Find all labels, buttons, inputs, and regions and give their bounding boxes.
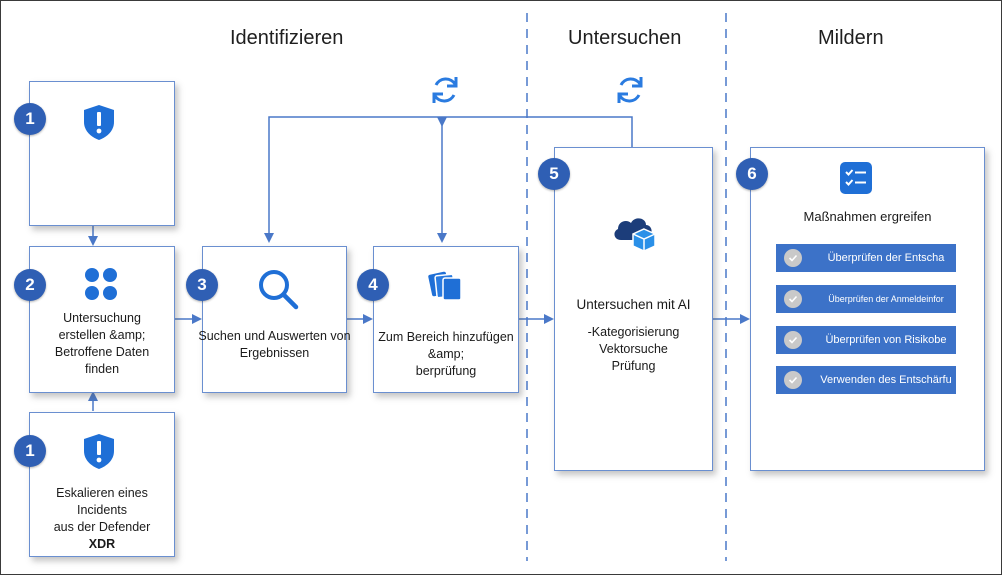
section-title-investigate: Untersuchen	[568, 27, 682, 49]
search-icon	[259, 270, 299, 310]
feedback-loop-line	[264, 116, 633, 243]
step4-line2: berprüfung	[415, 364, 477, 378]
step3-card: Suchen und Auswerten von Ergebnissen	[198, 246, 351, 393]
shield-alert-icon	[84, 434, 114, 469]
step3-line1: Suchen und Auswerten von	[198, 329, 351, 343]
step1-bottom-line2: aus der Defender	[53, 520, 151, 534]
step1-bottom-line3: XDR	[88, 537, 116, 551]
stacked-documents-icon	[428, 271, 462, 301]
step5-card: Untersuchen mit AI -Kategorisierung Vekt…	[554, 147, 713, 471]
step-badge-2: 2	[14, 269, 46, 301]
step2-line4: finden	[84, 362, 120, 376]
step-badge-6: 6	[736, 158, 768, 190]
step6-title: Maßnahmen ergreifen	[803, 209, 932, 224]
step-badge-1-bottom: 1	[14, 435, 46, 467]
shield-alert-icon	[84, 105, 114, 140]
check-icon	[784, 331, 802, 349]
step5-text: -Kategorisierung Vektorsuche Prüfung	[555, 324, 712, 375]
step1-bottom-card: Eskalieren eines Incidents aus der Defen…	[29, 412, 175, 557]
step1-bottom-line1: Eskalieren eines Incidents	[56, 486, 148, 517]
step2-text: Untersuchung erstellen &amp; Betroffene …	[30, 310, 174, 378]
action-item-label: Überprüfen von Risikobe	[825, 334, 947, 346]
step2-line1: Untersuchung	[63, 311, 141, 325]
step4-line1: Zum Bereich hinzufügen &amp;	[378, 330, 514, 361]
step1-top-card	[29, 81, 175, 226]
apps-grid-icon	[85, 268, 117, 300]
action-item-label: Verwenden des Entschärfu	[820, 374, 952, 386]
step-badge-5: 5	[538, 158, 570, 190]
step4-card: Zum Bereich hinzufügen &amp; berprüfung	[373, 246, 519, 393]
step5-line2: Vektorsuche	[599, 342, 668, 356]
step5-line1: -Kategorisierung	[587, 325, 680, 339]
step2-line2: erstellen &amp;	[58, 328, 146, 342]
check-icon	[784, 371, 802, 389]
step2-card: Untersuchung erstellen &amp; Betroffene …	[29, 246, 175, 393]
refresh-cycle-icon	[432, 77, 458, 103]
step3-line2: Ergebnissen	[239, 346, 310, 360]
action-item-label: Überprüfen der Anmeldeinfor	[828, 294, 944, 304]
step1-bottom-text: Eskalieren eines Incidents aus der Defen…	[30, 485, 174, 553]
step-badge-1-top: 1	[14, 103, 46, 135]
action-item[interactable]: Überprüfen der Anmeldeinfor	[776, 285, 956, 313]
check-icon	[784, 290, 802, 308]
task-list-icon	[840, 162, 872, 194]
step2-line3: Betroffene Daten	[54, 345, 150, 359]
refresh-cycle-icon	[617, 77, 643, 103]
action-item[interactable]: Überprüfen der Entscha	[776, 244, 956, 272]
step4-text: Zum Bereich hinzufügen &amp; berprüfung	[368, 329, 524, 380]
step-badge-4: 4	[357, 269, 389, 301]
section-title-identify: Identifizieren	[230, 27, 344, 49]
check-icon	[784, 249, 802, 267]
section-title-mitigate: Mildern	[818, 27, 884, 49]
cloud-cube-icon	[614, 218, 656, 252]
step5-title: Untersuchen mit AI	[576, 297, 691, 312]
step-badge-3: 3	[186, 269, 218, 301]
action-item-label: Überprüfen der Entscha	[827, 252, 945, 264]
action-item[interactable]: Verwenden des Entschärfu	[776, 366, 956, 394]
step3-text: Suchen und Auswerten von Ergebnissen	[197, 328, 352, 362]
action-item[interactable]: Überprüfen von Risikobe	[776, 326, 956, 354]
step5-line3: Prüfung	[611, 359, 656, 373]
